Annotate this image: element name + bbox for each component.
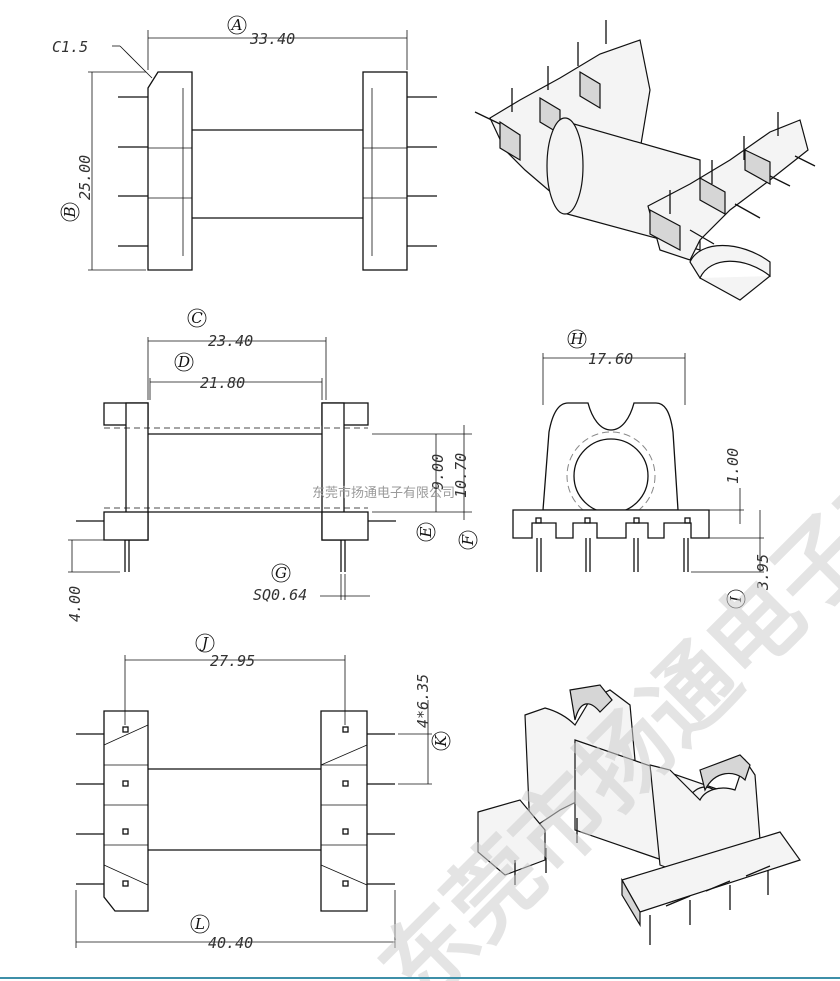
dim-f-value: 10.70: [452, 453, 470, 498]
label-b: B: [61, 206, 79, 218]
top-left-pins: [118, 96, 148, 247]
label-a: A: [230, 16, 243, 34]
dim-pin-length: 4.00: [66, 586, 84, 622]
top-right-flange: [362, 71, 408, 271]
label-circle-h: [567, 329, 587, 349]
dim-j-value: 27.95: [210, 652, 255, 670]
dim-e-value: 9.00: [429, 454, 447, 490]
watermark-small: 东莞市扬通电子有限公司: [312, 485, 455, 501]
top-right-pins: [407, 96, 437, 247]
dim-a-value: 33.40: [249, 30, 295, 48]
label-k: K: [432, 735, 450, 748]
bottom-right-flange: [320, 710, 368, 912]
dim-chamfer: C1.5: [52, 38, 88, 56]
side-right-foot: [321, 511, 369, 541]
iso-bottom-pins: [514, 818, 771, 945]
front-bobbin-body: [542, 402, 679, 511]
dim-d-value: 21.80: [200, 374, 245, 392]
side-left-foot: [103, 511, 149, 541]
isometric-view-bottom: [477, 684, 801, 945]
dim-c-value: 23.40: [208, 332, 253, 350]
label-d: D: [177, 353, 190, 371]
dim-i-value: 3.95: [754, 554, 772, 591]
top-view: A 33.40 C1.5 B 25.00: [52, 15, 437, 271]
label-f: F: [459, 534, 477, 546]
bottom-pins: [76, 733, 395, 885]
label-circle-j: [195, 633, 215, 653]
top-left-flange: [147, 71, 193, 271]
label-circle-e: [416, 522, 436, 542]
dim-g-value: SQ0.64: [253, 586, 307, 604]
iso-front-flange: [647, 119, 809, 261]
bottom-pin-marks: [122, 726, 349, 887]
bottom-left-flange: [103, 710, 149, 912]
label-j: J: [199, 634, 209, 652]
label-circle-d: [174, 352, 194, 372]
dim-h-value: 17.60: [588, 350, 633, 368]
label-circle-l: [190, 914, 210, 934]
label-h: H: [569, 330, 584, 348]
label-circle-b: [60, 202, 80, 222]
label-i: I: [727, 595, 745, 603]
label-l: L: [194, 915, 205, 933]
dim-l-value: 40.40: [208, 934, 253, 952]
front-view: H 17.60 1.00 3.95 I: [512, 329, 772, 609]
dim-base-height: 1.00: [724, 448, 742, 484]
dim-k-value: 4*6.35: [414, 674, 432, 728]
front-base: [512, 509, 710, 539]
label-circle-f: [458, 530, 478, 550]
label-circle-c: [187, 308, 207, 328]
bottom-view: J 27.95 4*6.35 K L 40.40: [75, 633, 451, 952]
label-circle-k: [431, 731, 451, 751]
dim-b-value: 25.00: [76, 155, 94, 200]
label-circle-a: [227, 15, 247, 35]
side-view: C 23.40 D 21.80 9.00 10.70 E F 4.00 G SQ…: [66, 308, 478, 622]
front-pins: [536, 538, 689, 572]
label-circle-g: [271, 563, 291, 583]
isometric-view-top: [474, 20, 816, 301]
label-e: E: [417, 526, 435, 538]
iso-top-pins: [474, 20, 816, 245]
label-circle-i: [726, 589, 746, 609]
label-g: G: [275, 564, 287, 582]
label-c: C: [191, 309, 203, 327]
